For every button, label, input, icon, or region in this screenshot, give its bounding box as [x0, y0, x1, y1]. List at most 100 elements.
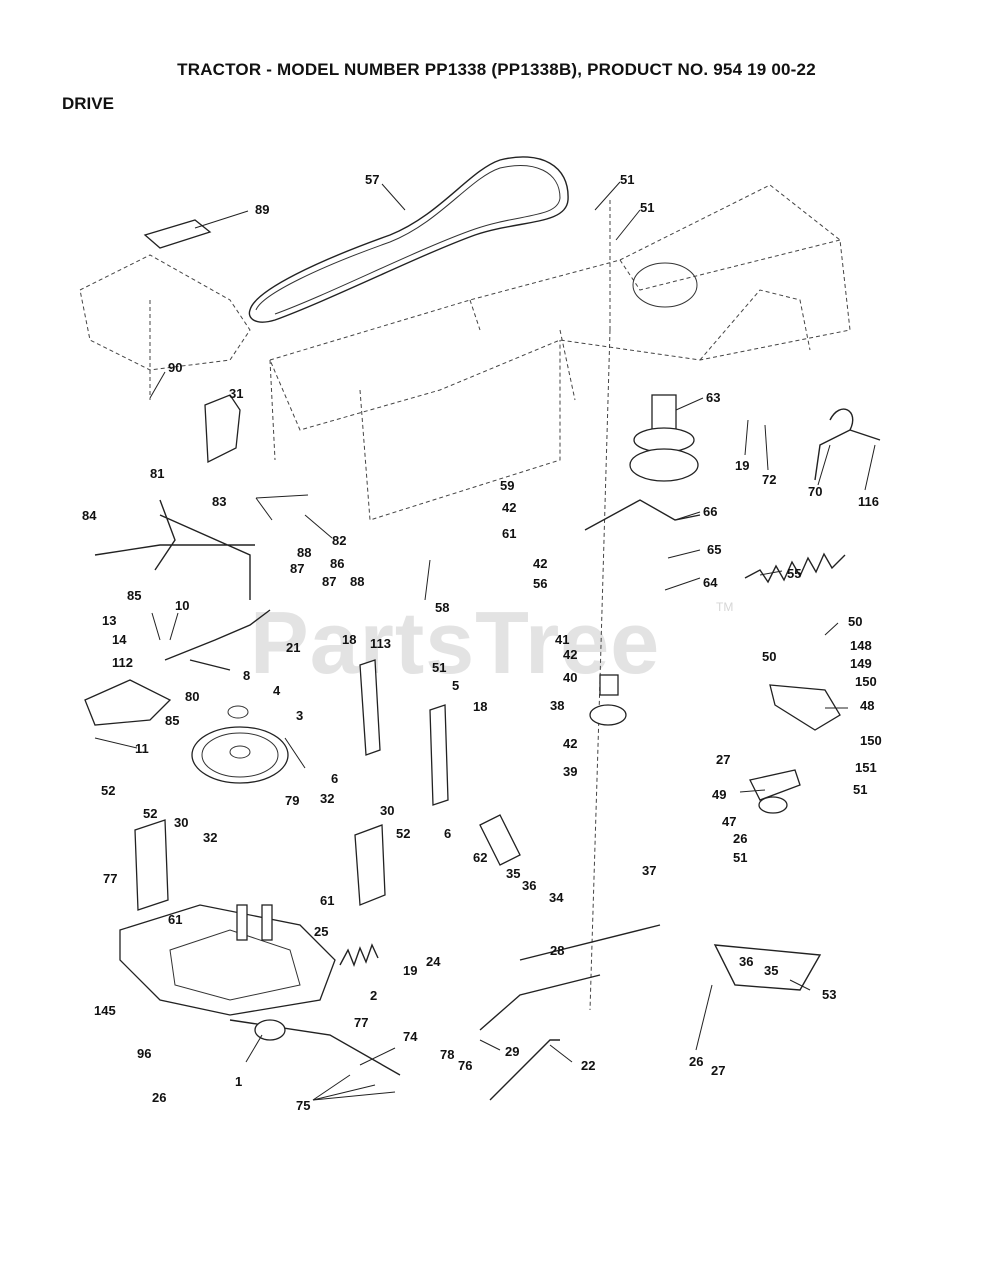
callout: 51	[432, 660, 446, 675]
section-title: DRIVE	[62, 94, 114, 113]
callout: 96	[137, 1046, 151, 1061]
callout: 77	[354, 1015, 368, 1030]
callout: 81	[150, 466, 164, 481]
callout: 150	[855, 674, 877, 689]
callout: 52	[143, 806, 157, 821]
callout: 18	[342, 632, 356, 647]
callout: 13	[102, 613, 116, 628]
callout: 5	[452, 678, 459, 693]
callout: 150	[860, 733, 882, 748]
callout: 55	[787, 566, 801, 581]
callout: 61	[320, 893, 334, 908]
callout: 74	[403, 1029, 418, 1044]
callout: 61	[168, 912, 182, 927]
callout: 42	[533, 556, 547, 571]
callout: 86	[330, 556, 344, 571]
callout: 90	[168, 360, 182, 375]
callout: 52	[101, 783, 115, 798]
callout: 24	[426, 954, 441, 969]
callout: 35	[764, 963, 778, 978]
callout: 85	[165, 713, 179, 728]
callout: 21	[286, 640, 300, 655]
callout: 30	[380, 803, 394, 818]
callout: 145	[94, 1003, 116, 1018]
callout: 41	[555, 632, 569, 647]
callout: 148	[850, 638, 872, 653]
callout: 116	[858, 494, 879, 509]
callout: 89	[255, 202, 269, 217]
callout: 36	[522, 878, 536, 893]
callout: 38	[550, 698, 564, 713]
callout: 79	[285, 793, 299, 808]
callout: 63	[706, 390, 720, 405]
drive-belt	[248, 156, 569, 323]
callout: 6	[444, 826, 451, 841]
callout: 85	[127, 588, 141, 603]
callout: 6	[331, 771, 338, 786]
callout: 53	[822, 987, 836, 1002]
callout: 66	[703, 504, 717, 519]
tractor-frame	[79, 184, 851, 1011]
watermark: PartsTree	[250, 593, 661, 692]
callout: 25	[314, 924, 328, 939]
hood-bracket	[143, 219, 212, 249]
callout: 87	[322, 574, 336, 589]
callout: 87	[290, 561, 304, 576]
callout: 27	[711, 1063, 725, 1078]
callout: 76	[458, 1058, 472, 1073]
callout: 52	[396, 826, 410, 841]
callout: 8	[243, 668, 250, 683]
callout: 59	[500, 478, 514, 493]
callout: 32	[203, 830, 217, 845]
leader-lines	[94, 181, 876, 1101]
callout: 51	[640, 200, 654, 215]
callout: 42	[563, 736, 577, 751]
callout: 42	[502, 500, 516, 515]
parts-group	[84, 394, 881, 1101]
callout-labels: 57 51 51 89 90 31 63 19 72 70 116 81 83 …	[82, 172, 882, 1113]
callout: 22	[581, 1058, 595, 1073]
callout: 77	[103, 871, 117, 886]
callout: 51	[853, 782, 867, 797]
callout: 26	[152, 1090, 166, 1105]
callout: 29	[505, 1044, 519, 1059]
callout: 26	[733, 831, 747, 846]
callout: 42	[563, 647, 577, 662]
callout: 51	[733, 850, 747, 865]
callout: 83	[212, 494, 226, 509]
callout: 112	[112, 655, 133, 670]
callout: 31	[229, 386, 243, 401]
callout: 4	[273, 683, 281, 698]
callout: 3	[296, 708, 303, 723]
callout: 149	[850, 656, 872, 671]
callout: 27	[716, 752, 730, 767]
callout: 48	[860, 698, 874, 713]
callout: 62	[473, 850, 487, 865]
callout: 88	[350, 574, 364, 589]
callout: 19	[403, 963, 417, 978]
callout: 61	[502, 526, 516, 541]
callout: 64	[703, 575, 718, 590]
callout: 34	[549, 890, 564, 905]
callout: 14	[112, 632, 127, 647]
callout: 36	[739, 954, 753, 969]
callout: 65	[707, 542, 721, 557]
page-title: TRACTOR - MODEL NUMBER PP1338 (PP1338B),…	[177, 60, 816, 79]
callout: 82	[332, 533, 346, 548]
callout: 35	[506, 866, 520, 881]
callout: 49	[712, 787, 726, 802]
callout: 78	[440, 1047, 454, 1062]
callout: 19	[735, 458, 749, 473]
callout: 32	[320, 791, 334, 806]
callout: 80	[185, 689, 199, 704]
callout: 88	[297, 545, 311, 560]
callout: 40	[563, 670, 577, 685]
callout: 28	[550, 943, 564, 958]
callout: 113	[370, 636, 391, 651]
callout: 10	[175, 598, 189, 613]
callout: 26	[689, 1054, 703, 1069]
callout: 57	[365, 172, 379, 187]
watermark-tm: TM	[716, 600, 734, 614]
callout: 58	[435, 600, 449, 615]
